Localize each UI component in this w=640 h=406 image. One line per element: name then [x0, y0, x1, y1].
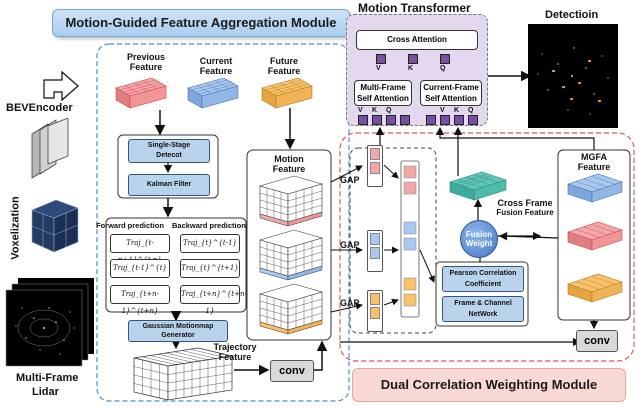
motion-transformer-title: Motion Transformer — [358, 1, 471, 15]
v-label-cf: V — [440, 107, 445, 114]
fusion-weight-circle: Fusion Weight — [460, 220, 498, 258]
detection-result-image — [528, 24, 618, 128]
token-cf-q — [468, 115, 478, 125]
cross-frame-fusion-grid — [449, 171, 507, 201]
backward-traj-3: Traj_{t+n}^{t+n-1} — [180, 285, 247, 315]
gap-label-1: GAP — [340, 175, 360, 185]
k-label-cf: K — [454, 107, 460, 114]
q-label-mf: Q — [386, 107, 392, 114]
gap-vector-blue — [367, 230, 383, 272]
v-label-mf: V — [358, 107, 363, 114]
token-cf-v — [440, 115, 450, 125]
forward-traj-3: Traj_{t+n-1}^{t+n} — [110, 285, 170, 315]
token-q-ca — [440, 54, 450, 64]
trajectory-conv-box: conv — [270, 360, 314, 382]
token-mf-k — [372, 115, 382, 125]
gap-label-3: GAP — [340, 298, 360, 308]
mgfa-conv-box: conv — [576, 330, 618, 352]
k-label-mf: K — [372, 107, 378, 114]
gap-label-2: GAP — [340, 240, 360, 250]
lidar-label-line2: Lidar — [32, 386, 59, 398]
gap-vector-orange — [367, 290, 383, 332]
detection-title: Detectioin — [545, 9, 599, 21]
v-label-ca: V — [376, 65, 381, 72]
voxelization-label: Voxelization — [9, 196, 22, 260]
bev-encoder-stack — [31, 118, 69, 179]
backward-traj-2: Traj_{t}^{t+1} — [180, 259, 240, 278]
input-feature-grids — [115, 78, 313, 109]
concatenated-vector — [400, 160, 420, 318]
motion-grid-orange — [258, 283, 324, 335]
motion-grid-red — [258, 175, 324, 227]
k-label-ca: K — [408, 65, 414, 72]
voxel-cube-icon — [31, 199, 79, 253]
motion-feature-grids — [258, 175, 324, 335]
pearson-correlation-box: Pearson Correlation Coefficient — [442, 266, 524, 292]
trajectory-feature-grid — [133, 347, 233, 401]
current-frame-sa-box: Current-Frame Self Attention — [420, 80, 482, 106]
token-cf-1 — [426, 115, 436, 125]
single-stage-detector-box: Single-Stage Detecot — [128, 139, 210, 163]
token-k-ca — [408, 54, 418, 64]
lidar-label-line1: Multi-Frame — [16, 372, 79, 384]
token-v-ca — [376, 54, 386, 64]
motion-grid-blue — [258, 229, 324, 281]
token-mf-q — [386, 115, 396, 125]
dcwm-module-title: Dual Correlation Weighting Module — [352, 368, 626, 402]
token-mf-v — [358, 115, 368, 125]
previous-feature-grid — [115, 78, 167, 109]
kalman-filter-box: Kalman Filter — [128, 174, 210, 196]
backward-traj-1: Traj_{t}^{t-1} — [180, 234, 240, 253]
forward-prediction-label: Forward prediction — [96, 221, 164, 230]
backward-prediction-label: Backward prediction — [172, 221, 246, 230]
cross-attention-box: Cross Attention — [356, 30, 478, 50]
gap-vector-red — [367, 145, 383, 187]
frame-channel-network-box: Frame & Channel NetWork — [442, 296, 524, 322]
token-cf-k — [454, 115, 464, 125]
q-label-cf: Q — [468, 107, 474, 114]
mgfa-feature-grids — [567, 173, 623, 303]
mgfa-module-title: Motion-Guided Feature Aggregation Module — [52, 9, 350, 37]
forward-traj-1: Traj_{t-n+1}^{t-n} — [110, 234, 170, 264]
lidar-frames-image — [5, 278, 94, 367]
current-feature-grid — [187, 78, 239, 109]
multi-frame-sa-box: Multi-Frame Self Attention — [354, 80, 412, 106]
gaussian-generator-box: Gaussian Motionmap Generator — [128, 320, 228, 342]
bev-encoder-label: BEVEncoder — [6, 102, 73, 114]
forward-traj-2: Traj_{t-1}^{t} — [110, 259, 170, 278]
future-feature-grid — [261, 78, 313, 109]
q-label-ca: Q — [440, 65, 446, 72]
token-mf-4 — [400, 115, 410, 125]
